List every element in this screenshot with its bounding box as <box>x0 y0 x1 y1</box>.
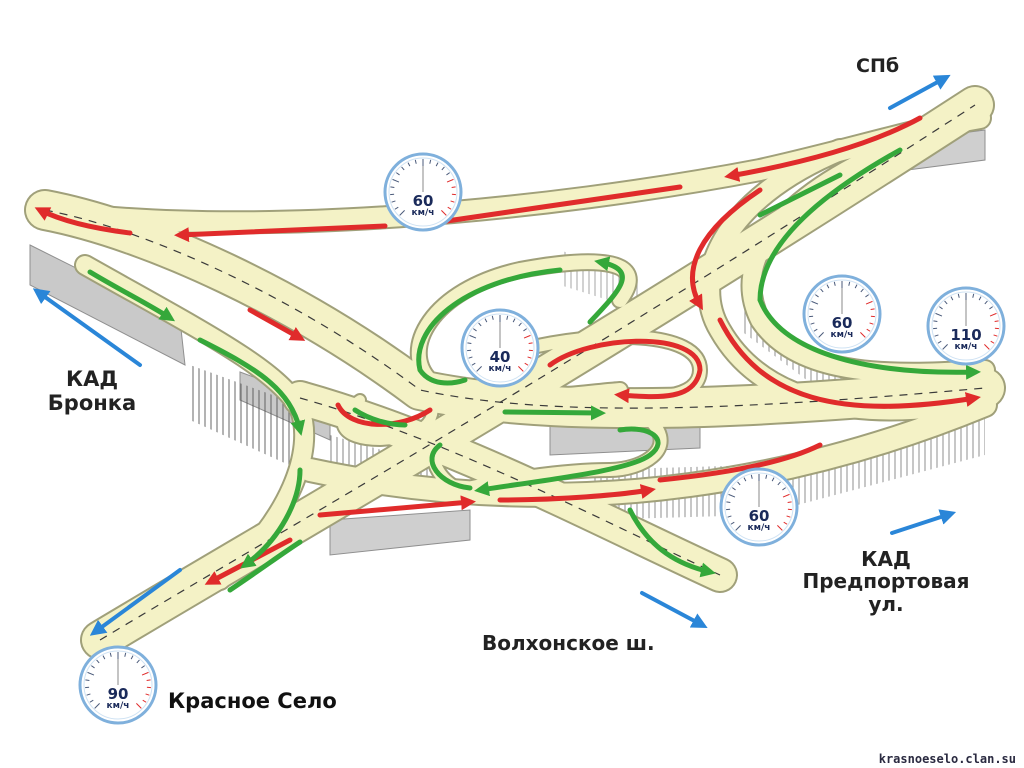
direction-arrows <box>32 74 957 636</box>
gauge-speed-value: 60 <box>831 314 853 332</box>
label-volkhonskoe: Волхонское ш. <box>482 631 655 655</box>
gauge-speed-value: 60 <box>748 507 770 525</box>
gauge-dial <box>719 467 799 547</box>
label-kad-bronka: КАД Бронка <box>42 367 142 415</box>
label-spb: СПб <box>856 55 900 77</box>
label-kad-bronka-line2: Бронка <box>47 390 137 415</box>
gauge-dial <box>460 308 540 388</box>
gauge-speed-value: 110 <box>950 326 982 344</box>
gauge-speed-value: 60 <box>412 192 434 210</box>
watermark: krasnoeselo.clan.su <box>876 752 1018 766</box>
gauge-dial <box>926 286 1006 366</box>
green-flows <box>87 147 981 593</box>
gauge-dial <box>802 274 882 354</box>
label-kad-predportovaya-line2: Предпортовая <box>802 569 970 594</box>
label-kad-predportovaya: КАД Предпортовая ул. <box>786 547 986 616</box>
gauge-speed-unit: км/ч <box>830 330 854 340</box>
gauge-speed-unit: км/ч <box>106 701 130 711</box>
label-kad-predportovaya-line1: КАД <box>861 547 911 571</box>
lane-markings <box>44 104 986 641</box>
gauge-speed-unit: км/ч <box>747 523 771 533</box>
label-kad-predportovaya-line3: ул. <box>868 591 904 616</box>
gauge-speed-unit: км/ч <box>411 208 435 218</box>
gauge-speed-value: 40 <box>489 348 511 366</box>
gauge-dial <box>383 152 463 232</box>
gauge-speed-unit: км/ч <box>488 364 512 374</box>
label-kad-bronka-line1: КАД <box>65 367 119 391</box>
red-flows <box>34 115 981 585</box>
gauge-speed-unit: км/ч <box>954 342 978 352</box>
gauge-speed-value: 90 <box>107 685 129 703</box>
gauge-dial <box>78 645 158 725</box>
label-krasnoe-selo: Красное Село <box>168 689 337 713</box>
